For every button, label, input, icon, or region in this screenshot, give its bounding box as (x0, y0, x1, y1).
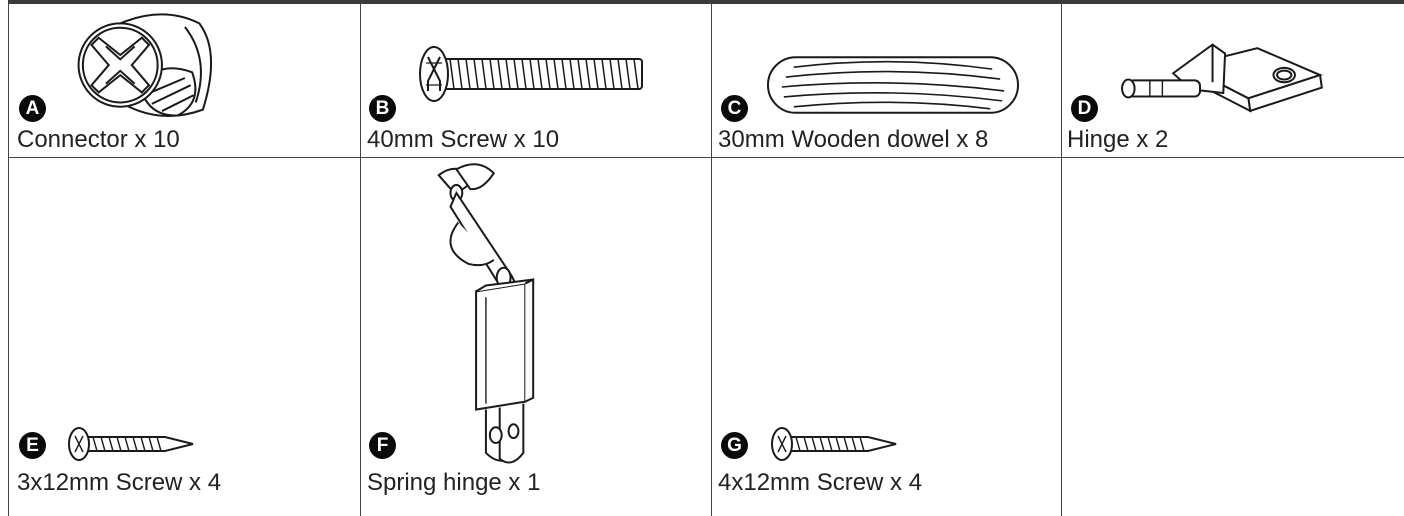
part-label: Connector x 10 (17, 126, 180, 153)
cam-connector-icon (59, 9, 239, 124)
part-letter-badge: E (19, 432, 46, 459)
part-label: Hinge x 2 (1067, 126, 1169, 153)
part-label: 40mm Screw x 10 (367, 126, 560, 153)
part-letter-badge: C (721, 95, 748, 122)
column-divider (1061, 4, 1062, 516)
column-divider (8, 4, 9, 516)
part-cell-g: G 4x12mm Screw x 4 (712, 158, 1060, 516)
wooden-dowel-icon (764, 51, 1022, 121)
hinge-icon (1114, 39, 1329, 129)
spring-hinge-icon (417, 158, 545, 474)
part-cell-f: F Spring hinge x 1 (361, 158, 710, 516)
part-cell-d: D Hinge x 2 (1062, 5, 1404, 156)
table-top-rule (8, 0, 1404, 4)
part-label: 4x12mm Screw x 4 (718, 469, 923, 496)
small-screw-icon (770, 426, 900, 462)
part-cell-b: B 40mm Screw x 10 (361, 5, 710, 156)
part-letter-badge: A (19, 95, 46, 122)
part-cell-c: C 30mm Wooden dowel x 8 (712, 5, 1060, 156)
part-letter-badge: B (369, 95, 396, 122)
part-label: 3x12mm Screw x 4 (17, 469, 222, 496)
part-cell-e: E 3x12mm Screw x 4 (9, 158, 359, 516)
part-cell-a: A Connector x 10 (9, 5, 359, 156)
row-divider (8, 157, 1404, 158)
part-letter-badge: D (1071, 95, 1098, 122)
small-screw-icon (67, 426, 197, 462)
screw-40mm-icon (416, 45, 656, 105)
empty-cell (1062, 158, 1404, 516)
column-divider (360, 4, 361, 516)
part-label: 30mm Wooden dowel x 8 (718, 126, 989, 153)
part-letter-badge: F (369, 432, 396, 459)
column-divider (711, 4, 712, 516)
part-label: Spring hinge x 1 (367, 469, 541, 496)
part-letter-badge: G (721, 432, 748, 459)
